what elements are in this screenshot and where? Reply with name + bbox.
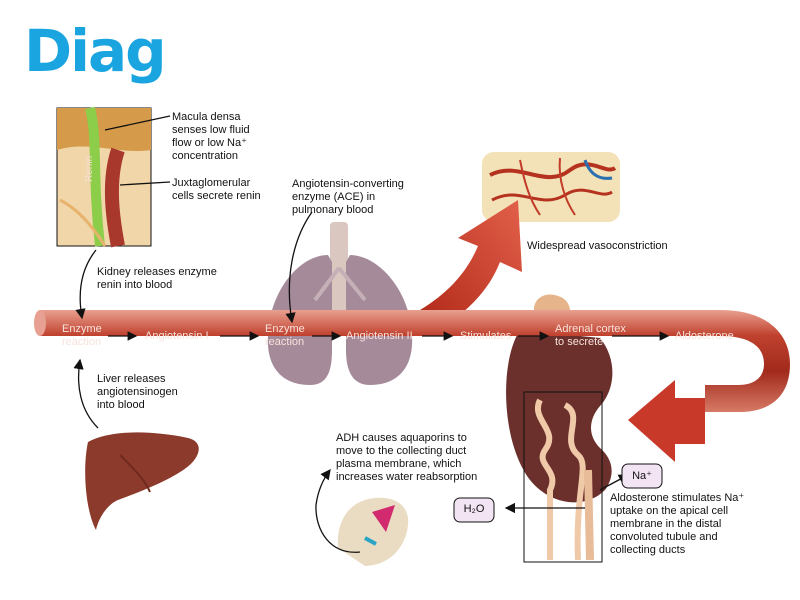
kidney-icon: [506, 330, 613, 503]
callout-lines: [73, 115, 630, 553]
logo: Diag: [24, 17, 167, 85]
pituitary-icon: [337, 497, 409, 566]
water-box: [453, 497, 495, 523]
water-label: H₂O: [463, 503, 485, 515]
aldosterone-return-arrow: [628, 380, 705, 462]
liver-icon: [85, 432, 199, 530]
aldosterone-label: Aldosterone: [675, 330, 734, 342]
vasoconstriction-arrow: [420, 200, 522, 330]
sodium-label: Na⁺: [632, 470, 652, 482]
sodium-box: [621, 463, 663, 489]
aldosterone-note-label: Aldosterone stimulates Na⁺uptake on the …: [610, 492, 745, 556]
nephron-icon: [523, 391, 603, 563]
renin-tag: Renin: [84, 155, 95, 182]
renin-inset-image: [56, 106, 152, 248]
stimulates-label: Stimulates: [460, 330, 512, 342]
angiotensin-2-label: Angiotensin II: [346, 330, 413, 342]
vasoconstriction-label: Widespread vasoconstriction: [527, 240, 668, 252]
angiotensin-1-label: Angiotensin I: [145, 330, 209, 342]
